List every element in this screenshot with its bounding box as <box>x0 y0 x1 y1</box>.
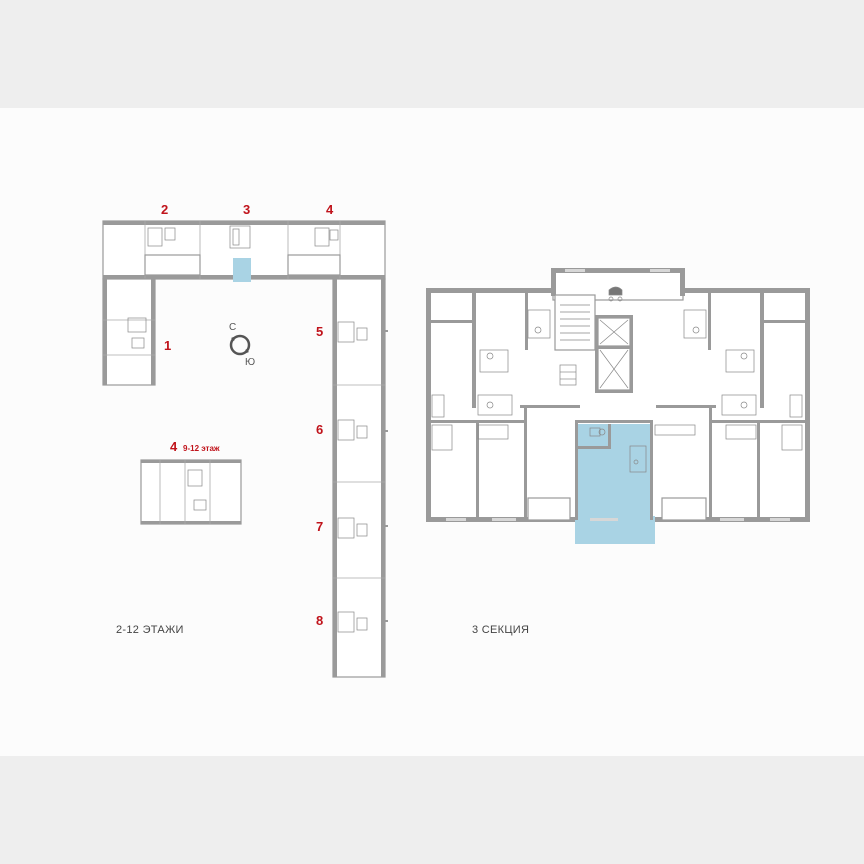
section-number-2[interactable]: 2 <box>161 202 168 217</box>
stroller-icon <box>608 286 623 302</box>
highlighted-apartment <box>578 424 650 516</box>
compass-north-label: С <box>229 322 236 333</box>
section-number-4[interactable]: 4 <box>326 202 334 217</box>
caption-section: 3 СЕКЦИЯ <box>472 624 529 636</box>
building-key-plan <box>102 220 388 678</box>
section-plan <box>426 268 810 544</box>
caption-floors: 2-12 ЭТАЖИ <box>116 624 184 636</box>
highlighted-apartment-marker <box>233 258 251 282</box>
compass-icon: С Ю <box>229 322 255 368</box>
section-number-1[interactable]: 1 <box>164 338 171 353</box>
compass-south-label: Ю <box>245 357 255 368</box>
section-number-7[interactable]: 7 <box>316 519 323 534</box>
section-number-4-inset[interactable]: 4 <box>170 439 178 454</box>
section-number-8[interactable]: 8 <box>316 613 323 628</box>
inset-floors-label: 9-12 этаж <box>183 444 220 453</box>
section-number-3[interactable]: 3 <box>243 202 250 217</box>
section-number-6[interactable]: 6 <box>316 422 323 437</box>
section-number-5[interactable]: 5 <box>316 324 323 339</box>
